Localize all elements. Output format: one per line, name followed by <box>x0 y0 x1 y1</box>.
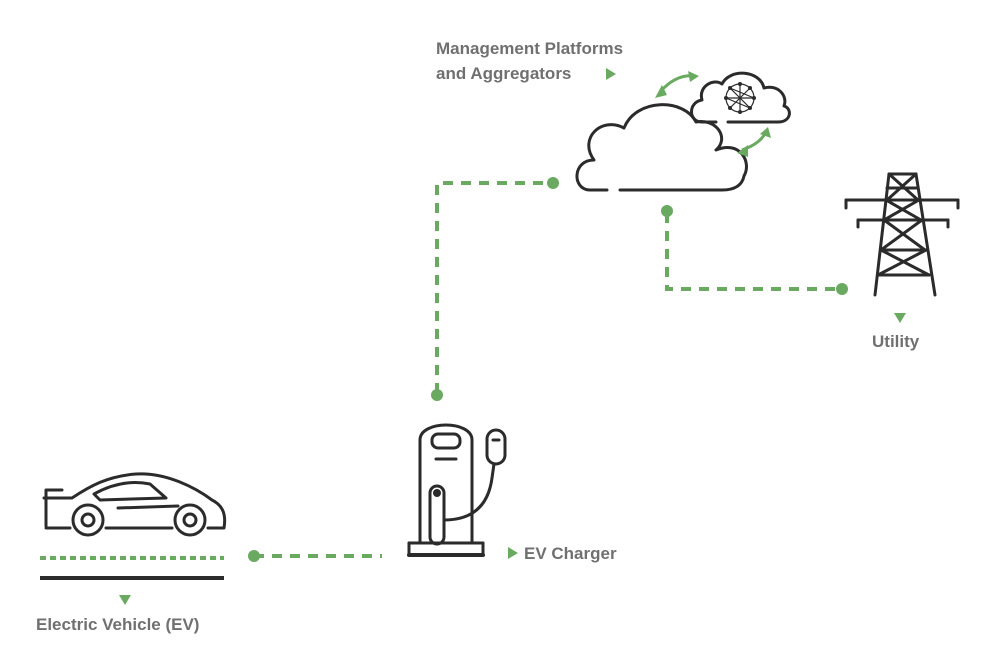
pointer-platforms <box>606 68 616 80</box>
label-utility: Utility <box>872 332 920 351</box>
pointer-vehicle <box>119 595 131 605</box>
connector-charger-to-cloud <box>435 181 553 393</box>
connector-dot-charger <box>431 389 443 401</box>
car-icon <box>42 472 227 537</box>
label-platforms-line2: and Aggregators <box>436 64 572 83</box>
connector-dot-cloud-bottom <box>661 205 673 217</box>
label-ev-charger: EV Charger <box>524 544 617 563</box>
ev-charger-icon <box>407 423 507 557</box>
connector-cloud-to-utility <box>665 213 840 291</box>
sync-arrow-top-icon <box>655 71 699 98</box>
network-cloud-icon <box>690 71 791 124</box>
cloud-icon <box>575 103 748 192</box>
power-tower-icon <box>844 172 960 297</box>
sync-arrow-bottom-icon <box>737 127 771 157</box>
connector-dot-utility <box>836 283 848 295</box>
label-electric-vehicle: Electric Vehicle (EV) <box>36 615 200 634</box>
pointer-charger <box>508 547 518 559</box>
label-platforms-line1: Management Platforms <box>436 39 624 58</box>
connector-dot-ev <box>248 550 260 562</box>
pointer-utility <box>894 313 906 323</box>
connector-dot-cloud-left <box>547 177 559 189</box>
